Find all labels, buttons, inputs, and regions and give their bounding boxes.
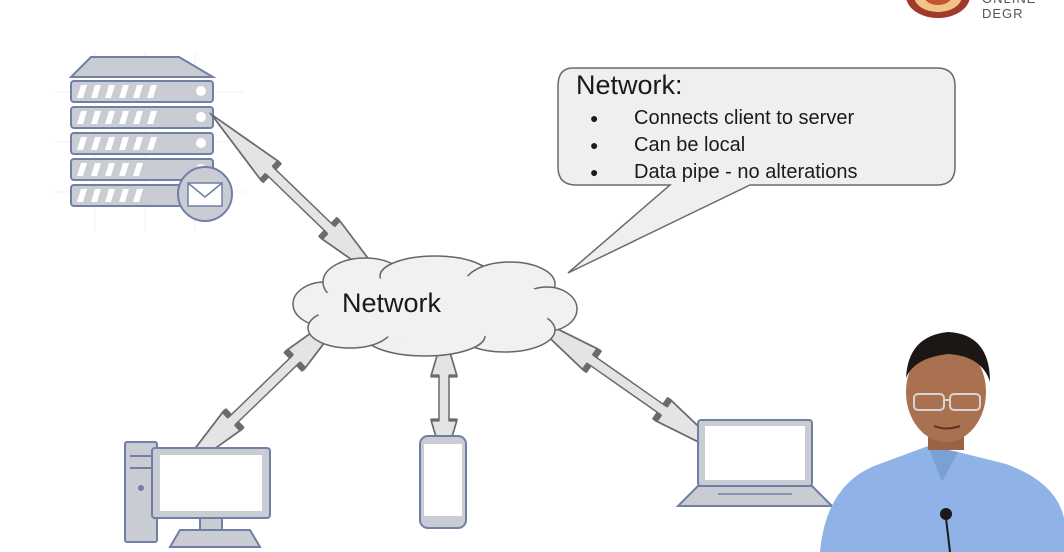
presenter-video — [820, 332, 1064, 552]
arrow-phone-network — [430, 330, 458, 466]
bullet-item: Can be local — [590, 132, 857, 159]
arrow-server-network — [209, 112, 391, 288]
mobile-phone-icon — [419, 435, 467, 529]
bullet-item: Data pipe - no alterations — [590, 159, 857, 186]
callout-bullets: Connects client to server Can be local D… — [590, 105, 857, 186]
arrow-desktop-network — [168, 298, 360, 482]
network-cloud — [292, 255, 578, 357]
institution-logo — [906, 0, 970, 18]
arrow-laptop-network — [518, 309, 736, 461]
laptop-icon — [675, 419, 835, 507]
mail-server-icon — [55, 52, 245, 232]
callout-title: Network: — [576, 70, 683, 100]
cloud-label: Network — [342, 288, 442, 318]
bullet-item: Connects client to server — [590, 105, 857, 132]
brand-text: ONLINE DEGR — [982, 0, 1035, 21]
desktop-computer-icon — [124, 441, 271, 548]
